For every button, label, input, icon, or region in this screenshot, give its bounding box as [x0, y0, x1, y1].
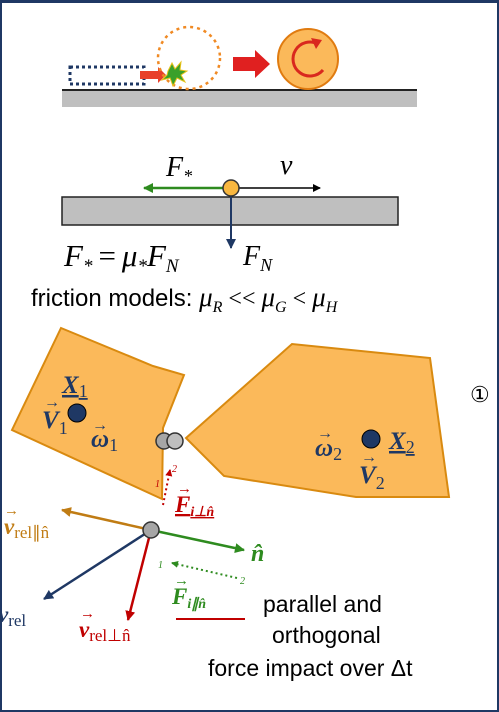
par-dot-label-1: 1: [158, 560, 163, 571]
impulse-par-dotted: [171, 560, 238, 579]
perp-dot-label-1: 1: [155, 479, 160, 490]
par-dot-label-2: 2: [240, 576, 245, 587]
contact-node: [142, 521, 160, 539]
contact-point-b: [166, 432, 184, 450]
caption-line-1: parallel and: [263, 591, 382, 617]
body-2-polygon: [184, 342, 451, 498]
body-1-omega-vec: →: [92, 417, 108, 434]
friction-formula: F*=μ*FN: [63, 238, 180, 277]
f-par-label: Fi∥n̂: [171, 584, 206, 612]
f-perp-vec: →: [177, 481, 192, 497]
body-1-v-vec: →: [44, 394, 60, 411]
v-rel-perp-vec: →: [80, 606, 95, 622]
frame-bottom-border: [0, 710, 499, 712]
body-2-omega-vec: →: [317, 425, 333, 442]
dotted-rect-icon: [68, 65, 146, 86]
v-rel-perp-arrow: [125, 529, 153, 621]
dotted-ball-icon: [156, 25, 222, 91]
rotation-arc-icon: [291, 40, 325, 78]
panel-rolling-illustration: [62, 25, 417, 107]
frame-left-border: [0, 0, 2, 712]
rolling-ball-icon: [277, 28, 339, 90]
body-1-x-label: X1: [61, 372, 88, 401]
f-perp-label: Fi⊥n̂: [174, 492, 214, 520]
body-1-polygon: [10, 326, 186, 501]
step-marker: ①: [470, 382, 490, 407]
contact-particle: [222, 179, 240, 197]
rotation-arrowhead-icon: [311, 38, 322, 49]
v-rel-par-arrow: [61, 507, 152, 532]
perp-dot-label-2: 2: [172, 464, 177, 475]
panel-friction: F* v FN F*=μ*FN: [61, 150, 399, 277]
frame-top-border: [0, 0, 499, 3]
velocity-label: v: [280, 150, 293, 181]
v-rel-label: vrel: [0, 602, 26, 630]
ground-bar-top: [62, 90, 417, 107]
v-rel-par-label: vrel∥n̂: [4, 514, 50, 542]
v-rel-par-vec: →: [4, 503, 19, 519]
body-1-center: [67, 403, 87, 423]
frame-right-border: [497, 0, 499, 712]
friction-force-label: F*: [165, 152, 192, 186]
v-rel-perp-label: vrel⊥n̂: [79, 617, 131, 645]
impact-star-icon: [160, 60, 189, 88]
impulse-perp-dotted: [162, 469, 173, 506]
body-2-v-vec: →: [361, 449, 377, 466]
caption-line-2: orthogonal: [272, 622, 381, 648]
body-2-v-label: V2: [359, 462, 385, 493]
caption-line-3: force impact over Δt: [208, 655, 413, 681]
f-par-vec: →: [174, 573, 189, 589]
body-1-v-label: V1: [42, 407, 68, 438]
body-2-x-label: X2: [388, 428, 415, 457]
v-rel-arrow: [43, 528, 152, 601]
body-2-center: [361, 429, 381, 449]
panel-contact: ① X1 V1 → ω1 → ω2 → X2 V2 → 1 2 Fi⊥n̂: [0, 326, 490, 681]
n-hat-label: n̂: [251, 541, 264, 567]
friction-models-line: friction models: μR<<μG<μH: [31, 282, 339, 316]
arrow-right-icon: [233, 50, 270, 78]
body-1-omega-label: ω1: [91, 426, 118, 455]
normal-vector-arrow: [150, 528, 245, 553]
normal-force-label: FN: [242, 241, 273, 275]
body-2-omega-label: ω2: [315, 435, 342, 464]
